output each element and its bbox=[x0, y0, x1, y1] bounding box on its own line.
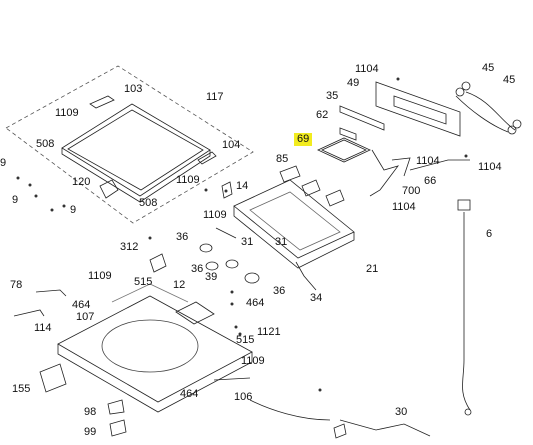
part-label-700: 700 bbox=[402, 185, 421, 197]
part-label-1109: 1109 bbox=[241, 355, 265, 367]
part-label-99: 99 bbox=[84, 426, 97, 438]
part-label-31: 31 bbox=[275, 236, 288, 248]
part-label-1109: 1109 bbox=[55, 107, 79, 119]
latch-part bbox=[35, 289, 67, 297]
part-label-114: 114 bbox=[34, 322, 52, 334]
part-label-9: 9 bbox=[12, 194, 19, 206]
plug-part bbox=[109, 419, 127, 437]
part-label-9: 9 bbox=[0, 157, 7, 169]
part-label-49: 49 bbox=[347, 77, 360, 89]
part-label-1104: 1104 bbox=[355, 63, 379, 75]
part-label-34: 34 bbox=[310, 292, 323, 304]
part-label-1109: 1109 bbox=[176, 174, 200, 186]
wire-part bbox=[391, 157, 411, 177]
part-label-31: 31 bbox=[241, 236, 254, 248]
part-label-106: 106 bbox=[234, 391, 253, 403]
hose-part bbox=[249, 399, 331, 421]
part-label-508: 508 bbox=[36, 138, 55, 150]
connector-part bbox=[339, 127, 357, 141]
part-label-1104: 1104 bbox=[478, 161, 502, 173]
part-label-1109: 1109 bbox=[203, 209, 227, 221]
part-label-36: 36 bbox=[273, 285, 286, 297]
control-board-part bbox=[317, 137, 371, 163]
part-label-104: 104 bbox=[222, 139, 241, 151]
switch-part bbox=[13, 309, 45, 317]
wire-harness-part bbox=[369, 149, 400, 197]
clip-part bbox=[221, 181, 233, 199]
lower-clip-part bbox=[333, 423, 347, 439]
part-label-515: 515 bbox=[236, 334, 255, 346]
part-label-1121: 1121 bbox=[257, 326, 281, 338]
part-label-85: 85 bbox=[276, 153, 289, 165]
part-label-515: 515 bbox=[134, 276, 153, 288]
lid-lock-part bbox=[175, 301, 215, 325]
screw-parts bbox=[16, 77, 468, 392]
part-label-312: 312 bbox=[120, 241, 139, 253]
part-label-98: 98 bbox=[84, 406, 97, 418]
part-label-36: 36 bbox=[176, 231, 189, 243]
console-part bbox=[233, 179, 355, 269]
part-label-62: 62 bbox=[316, 109, 329, 121]
knob-housings-part bbox=[279, 165, 345, 207]
bracket-part bbox=[339, 105, 385, 131]
part-label-9: 9 bbox=[70, 204, 77, 216]
part-label-78: 78 bbox=[10, 279, 23, 291]
cap-part bbox=[107, 399, 125, 415]
console-wire-part bbox=[409, 159, 470, 171]
inlet-hoses-part bbox=[455, 81, 522, 135]
part-label-30: 30 bbox=[395, 406, 408, 418]
part-label-12: 12 bbox=[173, 279, 186, 291]
console-back-panel-part bbox=[375, 81, 461, 137]
part-label-464: 464 bbox=[72, 299, 91, 311]
dispenser-part bbox=[39, 363, 67, 393]
part-label-21: 21 bbox=[366, 263, 379, 275]
part-label-1104: 1104 bbox=[392, 201, 416, 213]
lid-group-outline bbox=[5, 65, 254, 224]
lid-part bbox=[61, 95, 217, 203]
part-label-6: 6 bbox=[486, 228, 493, 240]
part-label-66: 66 bbox=[424, 175, 437, 187]
part-label-45: 45 bbox=[503, 74, 516, 86]
trim-part bbox=[215, 227, 237, 239]
tub-top-part bbox=[57, 283, 253, 413]
part-label-103: 103 bbox=[124, 83, 143, 95]
part-label-1109: 1109 bbox=[88, 270, 112, 282]
part-label-107: 107 bbox=[76, 311, 95, 323]
part-label-117: 117 bbox=[206, 91, 224, 103]
part-label-464: 464 bbox=[180, 388, 199, 400]
part-label-464: 464 bbox=[246, 297, 265, 309]
part-label-35: 35 bbox=[326, 90, 339, 102]
part-label-1104: 1104 bbox=[416, 155, 440, 167]
rod-part bbox=[213, 377, 251, 381]
hinge-part bbox=[99, 179, 119, 199]
part-label-508: 508 bbox=[139, 197, 158, 209]
knob-rings-part bbox=[199, 243, 260, 284]
part-label-36: 36 bbox=[191, 263, 204, 275]
part-label-120: 120 bbox=[72, 176, 91, 188]
part-label-155: 155 bbox=[12, 383, 31, 395]
part-label-39: 39 bbox=[205, 271, 218, 283]
lower-harness-part bbox=[339, 419, 431, 437]
lens-part bbox=[295, 261, 317, 291]
power-cord-part bbox=[457, 199, 472, 416]
part-label-69-highlighted: 69 bbox=[294, 133, 313, 146]
part-label-45: 45 bbox=[482, 62, 495, 74]
valve-part bbox=[149, 253, 167, 273]
part-label-14: 14 bbox=[236, 180, 249, 192]
